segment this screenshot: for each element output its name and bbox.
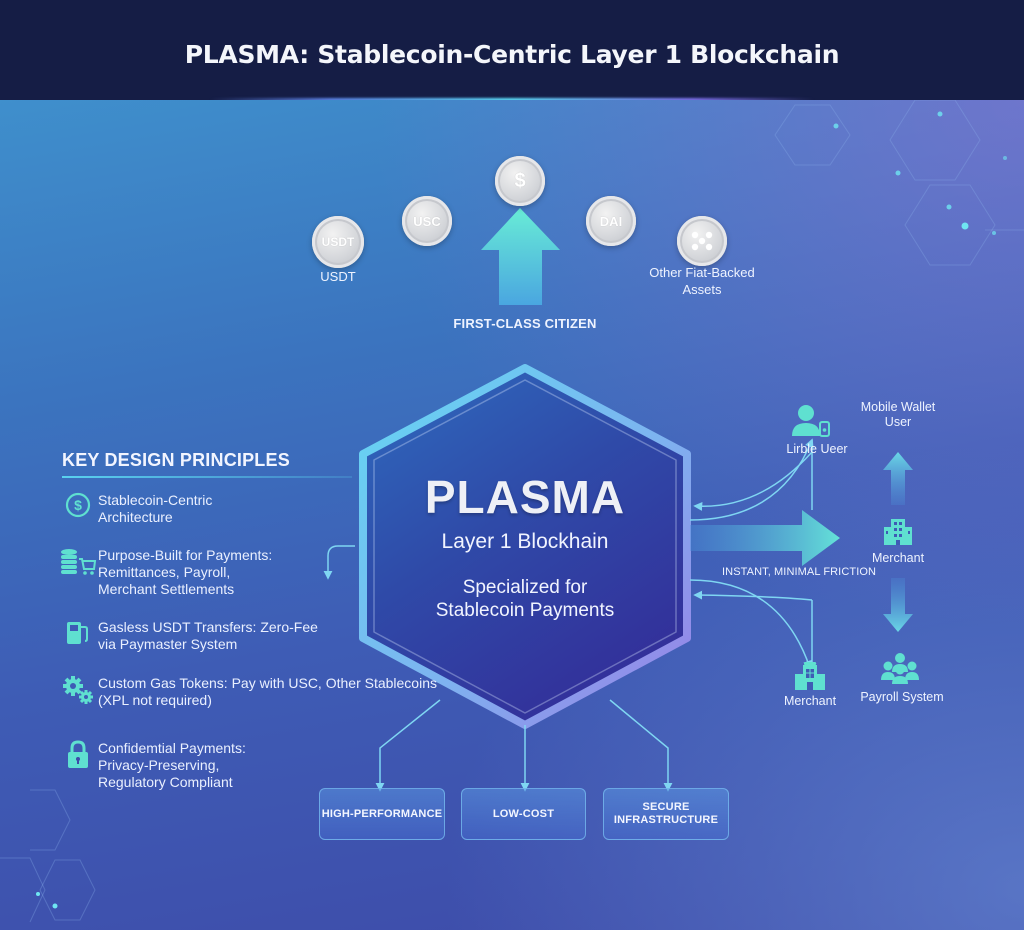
payroll-system-label: Payroll System (860, 690, 944, 704)
mobile-wallet-line2: User (884, 415, 912, 429)
core-title: PLASMA (424, 471, 626, 523)
core-subtitle: Layer 1 Blockhain (441, 530, 609, 553)
principles-divider (62, 476, 352, 478)
principle-text-line: Custom Gas Tokens: Pay with USC, Other S… (98, 675, 437, 691)
principle-text-line: Remittances, Payroll, (98, 564, 231, 580)
feature-label: LOW-COST (492, 807, 555, 820)
instant-flow-label: INSTANT, MINIMAL FRICTION (722, 566, 877, 578)
dollar-icon: $ (514, 169, 526, 192)
principle-text-line: (XPL not required) (98, 692, 212, 708)
gears-icon (58, 675, 98, 707)
core-description: Specialized for Stablecoin Payments (360, 576, 690, 622)
coin-usc: USC (402, 196, 452, 246)
core-description-line1: Specialized for (462, 577, 588, 598)
feature-low-cost: LOW-COST (461, 788, 586, 840)
coin-label-other-line1: Other Fiat-Backed (649, 265, 755, 280)
page-title: PLASMA: Stablecoin-Centric Layer 1 Block… (184, 39, 840, 69)
principle-text-line: Architecture (98, 509, 173, 525)
header-bar: PLASMA: Stablecoin-Centric Layer 1 Block… (0, 0, 1024, 102)
principle-text-line: Stablecoin-Centric (98, 492, 213, 508)
principle-item: Confidemtial Payments: Privacy-Preservin… (58, 740, 246, 791)
principle-text-line: Purpose-Built for Payments: (98, 547, 273, 563)
arrow-to-payroll (883, 578, 913, 632)
merchant-store-icon (793, 660, 827, 697)
coin-dollar: $ (495, 156, 545, 206)
feature-label: SECURE (642, 801, 690, 813)
svg-text:$: $ (74, 497, 82, 513)
coin-label-other-assets: Other Fiat-Backed Assets (622, 264, 782, 298)
lock-icon (58, 740, 98, 772)
left-connector (323, 545, 355, 580)
diagram-canvas: USDT USDT USC $ DAI Other Fiat-Backed As… (0, 100, 1024, 930)
hex-network-decoration-bottom (0, 789, 96, 923)
principle-text-line: Privacy-Preserving, (98, 757, 220, 773)
mobile-user-label: Lirble Ueer (786, 442, 848, 456)
coin-usc-text: USC (413, 213, 441, 229)
flow-arcs (689, 438, 817, 672)
arrow-to-mobile-wallet (883, 452, 913, 505)
feature-secure-infrastructure: SECURE INFRASTRUCTURE (603, 788, 729, 840)
fuel-pump-icon (58, 619, 98, 651)
principle-item: Gasless USDT Transfers: Zero-Fee via Pay… (58, 619, 318, 653)
principle-item: Custom Gas Tokens: Pay with USC, Other S… (58, 675, 437, 709)
payroll-group-icon (880, 652, 920, 689)
principles-title: KEY DESIGN PRINCIPLES (62, 450, 290, 470)
coin-dai: DAI (586, 196, 636, 246)
feature-high-performance: HIGH-PERFORMANCE (319, 788, 445, 840)
first-class-arrow (481, 208, 560, 305)
merchant-right-label: Merchant (871, 551, 925, 565)
core-description-line2: Stablecoin Payments (435, 600, 615, 621)
principle-text-line: Confidemtial Payments: (98, 740, 246, 756)
coin-usdt-text: USDT (321, 235, 355, 249)
first-class-citizen-label: FIRST-CLASS CITIZEN (453, 316, 597, 331)
merchant-building-icon (883, 517, 913, 552)
hex-network-decoration-top (774, 100, 1024, 266)
coin-dai-text: DAI (599, 213, 623, 229)
feature-label: HIGH-PERFORMANCE (321, 807, 443, 820)
feature-connectors (375, 699, 673, 792)
mobile-wallet-user-label: Mobile Wallet User (848, 400, 948, 430)
coins-cart-icon (58, 547, 98, 579)
coin-other-assets (677, 216, 727, 266)
feature-label: INFRASTRUCTURE (613, 814, 719, 826)
mobile-user-icon (790, 404, 832, 443)
principle-item: Purpose-Built for Payments: Remittances,… (58, 547, 272, 598)
diagram-graphics (0, 100, 1024, 923)
principle-text-line: Merchant Settlements (98, 581, 235, 597)
principle-text-line: Regulatory Compliant (98, 774, 233, 790)
network-nodes-icon (691, 231, 713, 251)
coin-usdt: USDT (312, 216, 364, 268)
coin-label-other-line2: Assets (682, 282, 722, 297)
mobile-wallet-line1: Mobile Wallet (860, 400, 936, 414)
principle-item: $ Stablecoin-Centric Architecture (58, 492, 212, 526)
instant-flow-arrow (690, 510, 840, 566)
hex-network-nodes (833, 111, 1007, 235)
merchant-bottom-label: Merchant (783, 694, 837, 708)
principle-text-line: Gasless USDT Transfers: Zero-Fee (98, 619, 318, 635)
principle-text-line: via Paymaster System (98, 636, 238, 652)
dollar-circle-icon: $ (58, 492, 98, 524)
coin-label-usdt: USDT (320, 269, 356, 284)
